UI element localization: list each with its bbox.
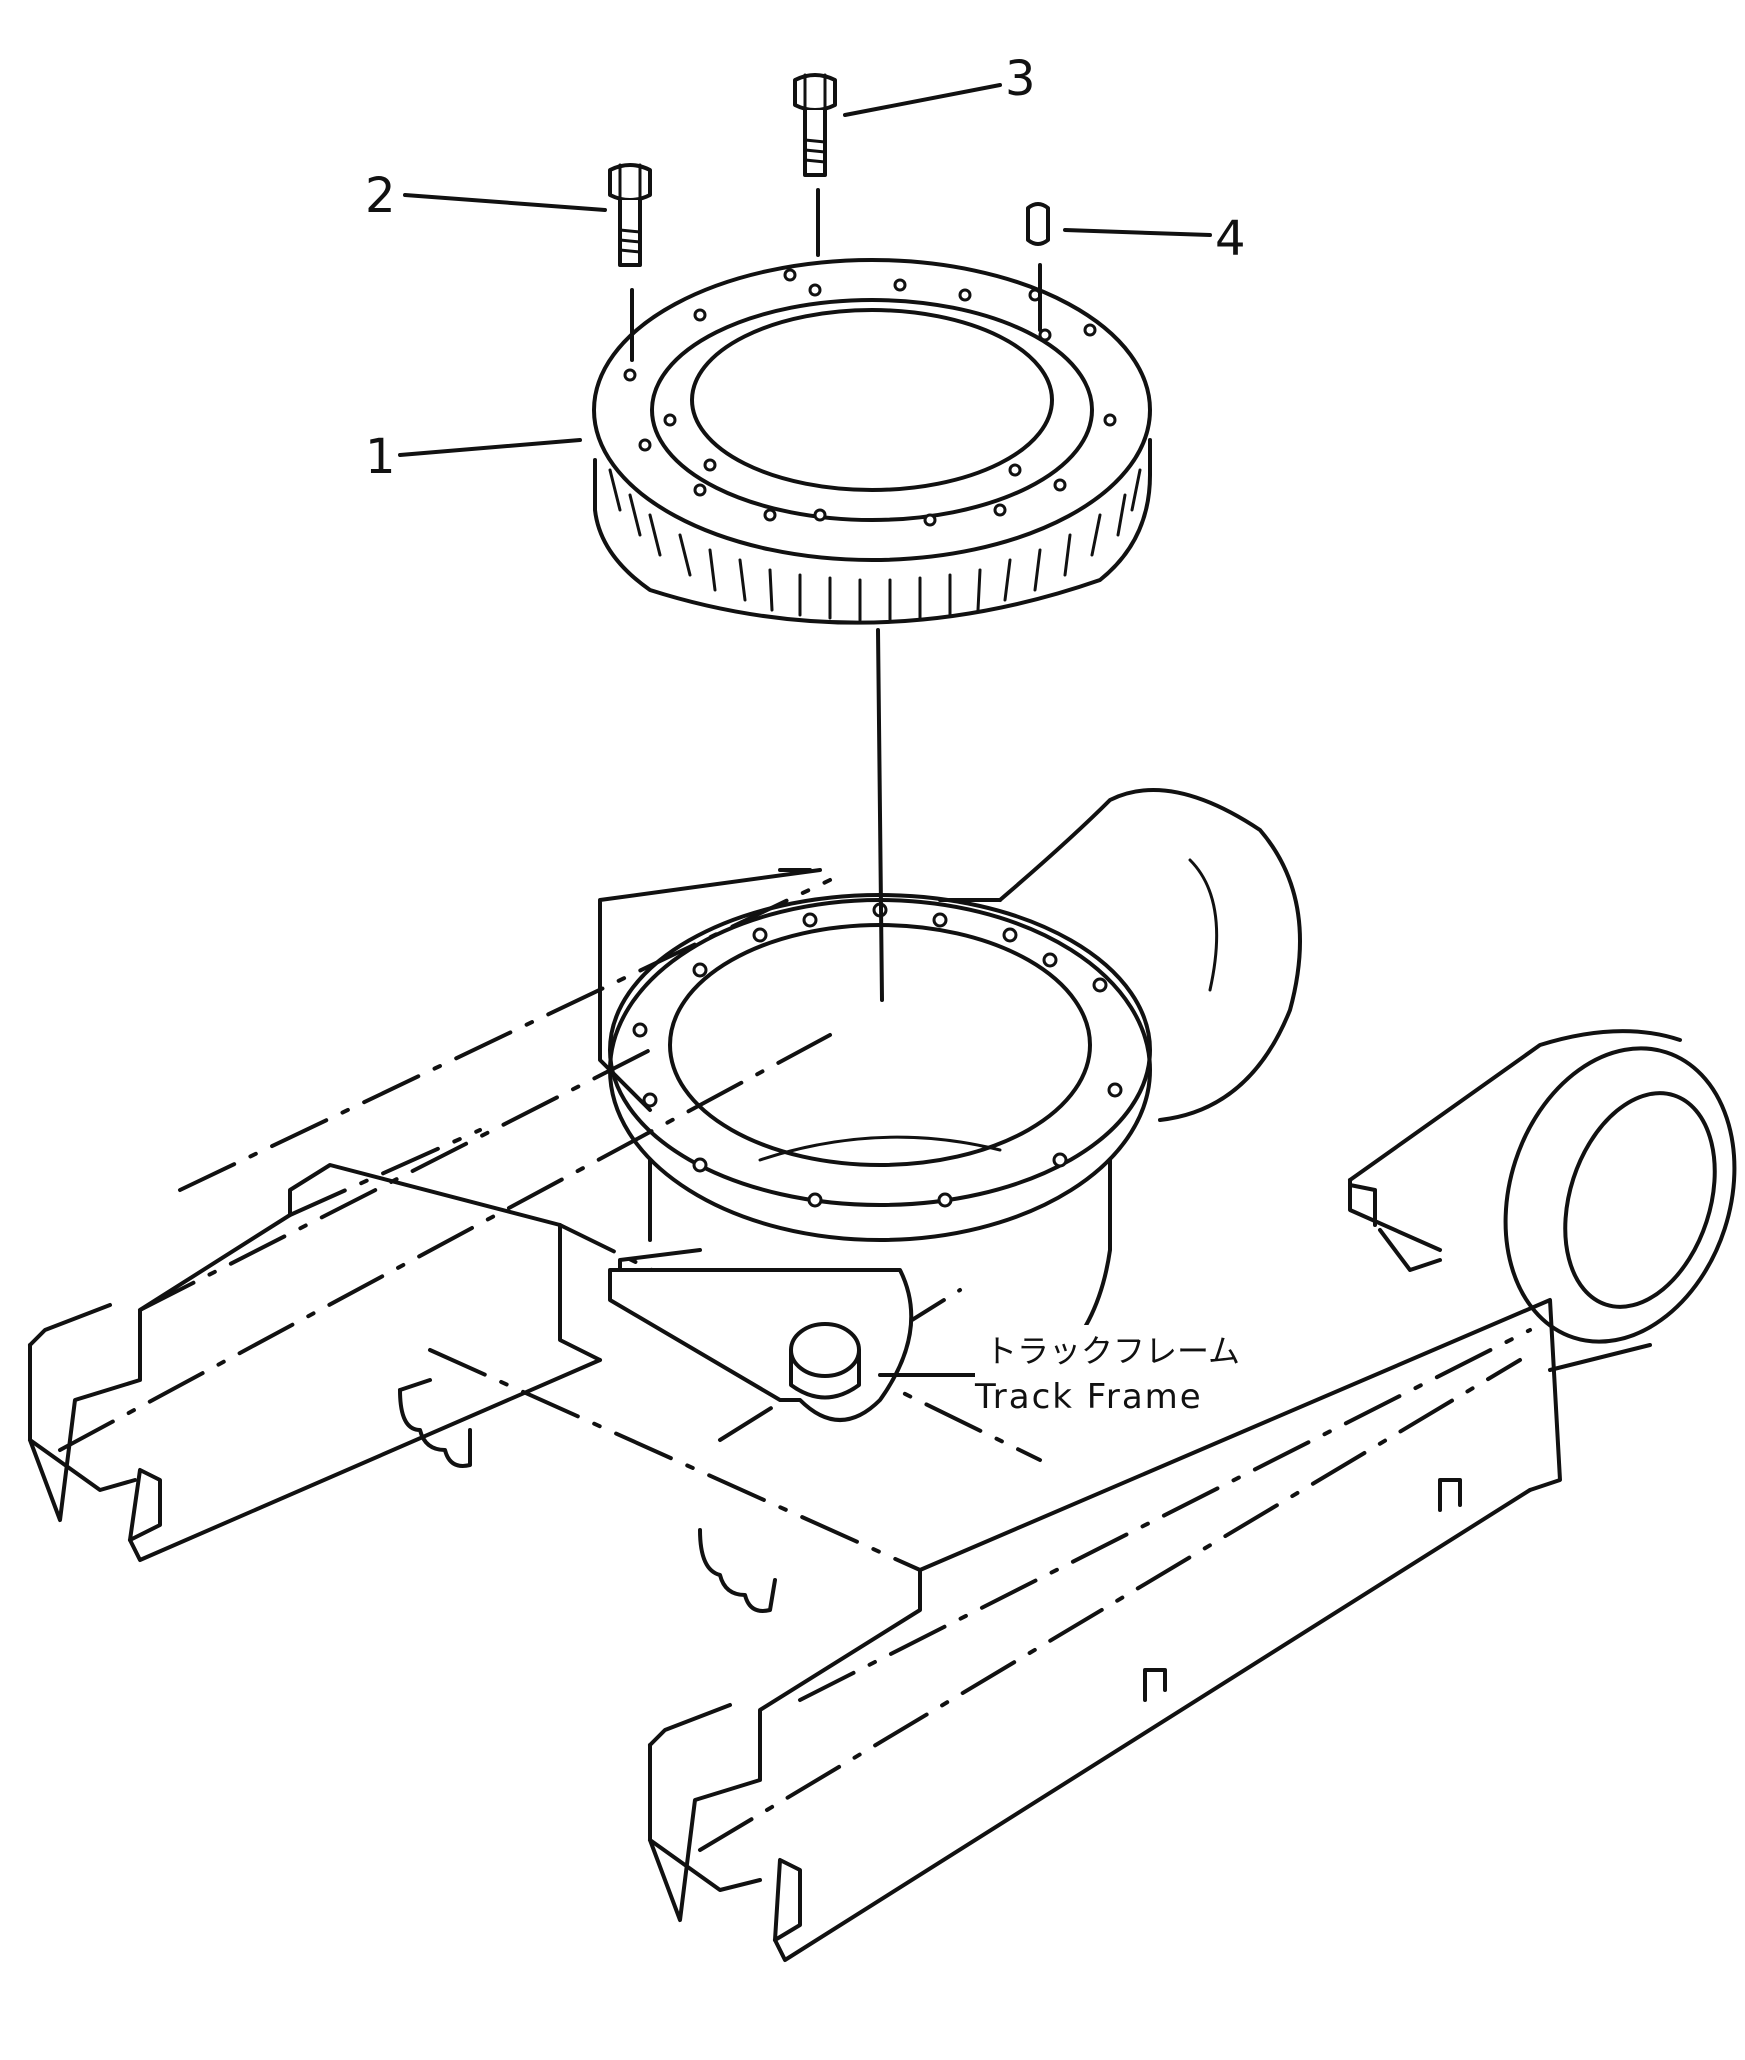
- pin-part-4: [1026, 202, 1050, 332]
- callout-4: 4: [1215, 211, 1246, 267]
- gear-teeth: [608, 468, 1142, 622]
- callout-3: 3: [1005, 51, 1036, 107]
- leader-2: [403, 193, 607, 212]
- leader-1: [398, 438, 582, 457]
- track-frame-label-jp: トラックフレーム: [985, 1332, 1240, 1370]
- callout-1: 1: [365, 429, 396, 485]
- assembly-centerline: [876, 628, 884, 1002]
- ring-bolt-holes: [623, 268, 1117, 527]
- bolt-part-3: [793, 73, 837, 257]
- callout-2: 2: [365, 168, 396, 224]
- track-frame-label: トラックフレーム Track Frame: [974, 1325, 1240, 1420]
- flange-bolt-holes: [632, 902, 1123, 1208]
- leader-3: [843, 83, 1002, 117]
- leader-4: [1063, 228, 1212, 237]
- label-background: [975, 1325, 1225, 1420]
- track-frame: [28, 788, 1737, 1962]
- bolt-part-2: [608, 163, 652, 362]
- slewing-ring: [592, 258, 1152, 625]
- track-frame-label-en: Track Frame: [974, 1377, 1203, 1417]
